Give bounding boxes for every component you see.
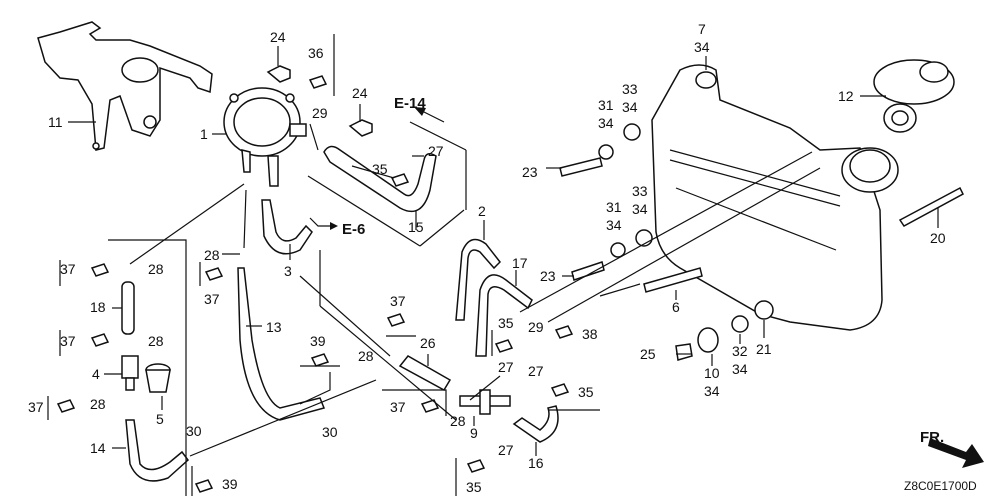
hose-clip [308, 75, 328, 89]
label-3: 3 [284, 263, 292, 279]
fuel-strainer [145, 363, 171, 393]
part-number-labels: 11 1 24 36 24 29 27 35 15 3 28 37 13 37 … [28, 21, 946, 495]
fuel-hose-26 [398, 355, 452, 392]
label-36: 36 [308, 45, 324, 61]
label-33-top: 33 [622, 81, 638, 97]
label-37-centre: 37 [390, 293, 406, 309]
front-direction-arrow [928, 438, 984, 468]
diagram-code: Z8C0E1700D [904, 479, 977, 493]
label-5: 5 [156, 411, 164, 427]
label-34-31-bottom: 34 [606, 217, 622, 233]
label-11: 11 [48, 114, 63, 130]
label-23-bottom: 23 [540, 268, 556, 284]
label-30-mid: 30 [322, 424, 338, 440]
fuel-hose-2 [455, 238, 501, 321]
label-38: 38 [582, 326, 598, 342]
hose-clips [56, 173, 574, 493]
label-35-bottom: 35 [466, 479, 482, 495]
label-28-mid: 28 [204, 247, 220, 263]
label-16: 16 [528, 455, 544, 471]
label-27-right: 27 [528, 363, 544, 379]
label-28-left-a: 28 [148, 261, 164, 277]
label-35-centre: 35 [498, 315, 514, 331]
fuel-hose-u [323, 145, 437, 213]
label-37-left-b: 37 [60, 333, 76, 349]
label-15: 15 [408, 219, 424, 235]
reference-e6: E-6 [342, 221, 365, 238]
label-9: 9 [470, 425, 478, 441]
washers [598, 123, 774, 361]
label-24-right: 24 [352, 85, 368, 101]
label-23-top: 23 [522, 164, 538, 180]
label-28-bottom: 28 [450, 413, 466, 429]
label-20: 20 [930, 230, 946, 246]
label-39-bottom: 39 [222, 476, 238, 492]
fuel-pump [223, 87, 307, 187]
leader-lines [47, 34, 939, 496]
e14-arrow [414, 107, 445, 123]
label-21: 21 [756, 341, 772, 357]
label-34-33-bottom: 34 [632, 201, 648, 217]
label-37-left-c: 37 [28, 399, 44, 415]
label-28-centre: 28 [358, 348, 374, 364]
fuel-tank-cap [873, 59, 955, 133]
tank-bolt [643, 267, 703, 293]
label-29-top: 29 [312, 105, 328, 121]
label-10: 10 [704, 365, 720, 381]
fuel-hose-16 [512, 405, 559, 443]
label-29-centre: 29 [528, 319, 544, 335]
label-32: 32 [732, 343, 748, 359]
label-34-7: 34 [694, 39, 710, 55]
label-39-mid: 39 [310, 333, 326, 349]
fuel-t-joint [459, 389, 511, 415]
label-25: 25 [640, 346, 656, 362]
label-28-left-b: 28 [148, 333, 164, 349]
label-26: 26 [420, 335, 436, 351]
label-27-top: 27 [428, 143, 444, 159]
flange-bolt [266, 65, 373, 137]
flange-bolt-23b [571, 261, 605, 281]
front-direction-label: FR. [920, 429, 944, 446]
label-35-top: 35 [372, 161, 388, 177]
label-4: 4 [92, 366, 100, 382]
label-34-10: 34 [704, 383, 720, 399]
label-33-bottom: 33 [632, 183, 648, 199]
label-37-bottom: 37 [390, 399, 406, 415]
fuel-hose-short [261, 199, 313, 255]
label-12: 12 [838, 88, 854, 104]
label-2: 2 [478, 203, 486, 219]
fuel-hose-long [237, 267, 326, 421]
label-17: 17 [512, 255, 528, 271]
label-37-mid: 37 [204, 291, 220, 307]
stud-bolt [898, 186, 964, 227]
label-31-bottom: 31 [606, 199, 622, 215]
flange-bolt-23a [559, 157, 603, 177]
label-14: 14 [90, 440, 106, 456]
label-1: 1 [200, 126, 208, 142]
label-34-31-top: 34 [598, 115, 614, 131]
label-30-left: 30 [186, 423, 202, 439]
label-13: 13 [266, 319, 282, 335]
label-27-bottom: 27 [498, 442, 514, 458]
label-6: 6 [672, 299, 680, 315]
label-31-top: 31 [598, 97, 614, 113]
label-37-left-a: 37 [60, 261, 76, 277]
label-28-left-c: 28 [90, 396, 106, 412]
fuel-tank-bracket [37, 21, 213, 151]
reference-e14: E-14 [394, 95, 426, 112]
label-35-right: 35 [578, 384, 594, 400]
fuel-tank [651, 64, 899, 331]
reference-labels: E-14 E-6 FR. [342, 95, 944, 446]
label-27-centre: 27 [498, 359, 514, 375]
label-34-32: 34 [732, 361, 748, 377]
label-18: 18 [90, 299, 106, 315]
label-24-top: 24 [270, 29, 286, 45]
e6-arrow [309, 217, 338, 230]
label-34-33-top: 34 [622, 99, 638, 115]
label-7: 7 [698, 21, 706, 37]
fuel-hose-14 [125, 419, 190, 482]
fuel-hose-18 [121, 281, 135, 335]
fuel-filter [121, 355, 139, 391]
